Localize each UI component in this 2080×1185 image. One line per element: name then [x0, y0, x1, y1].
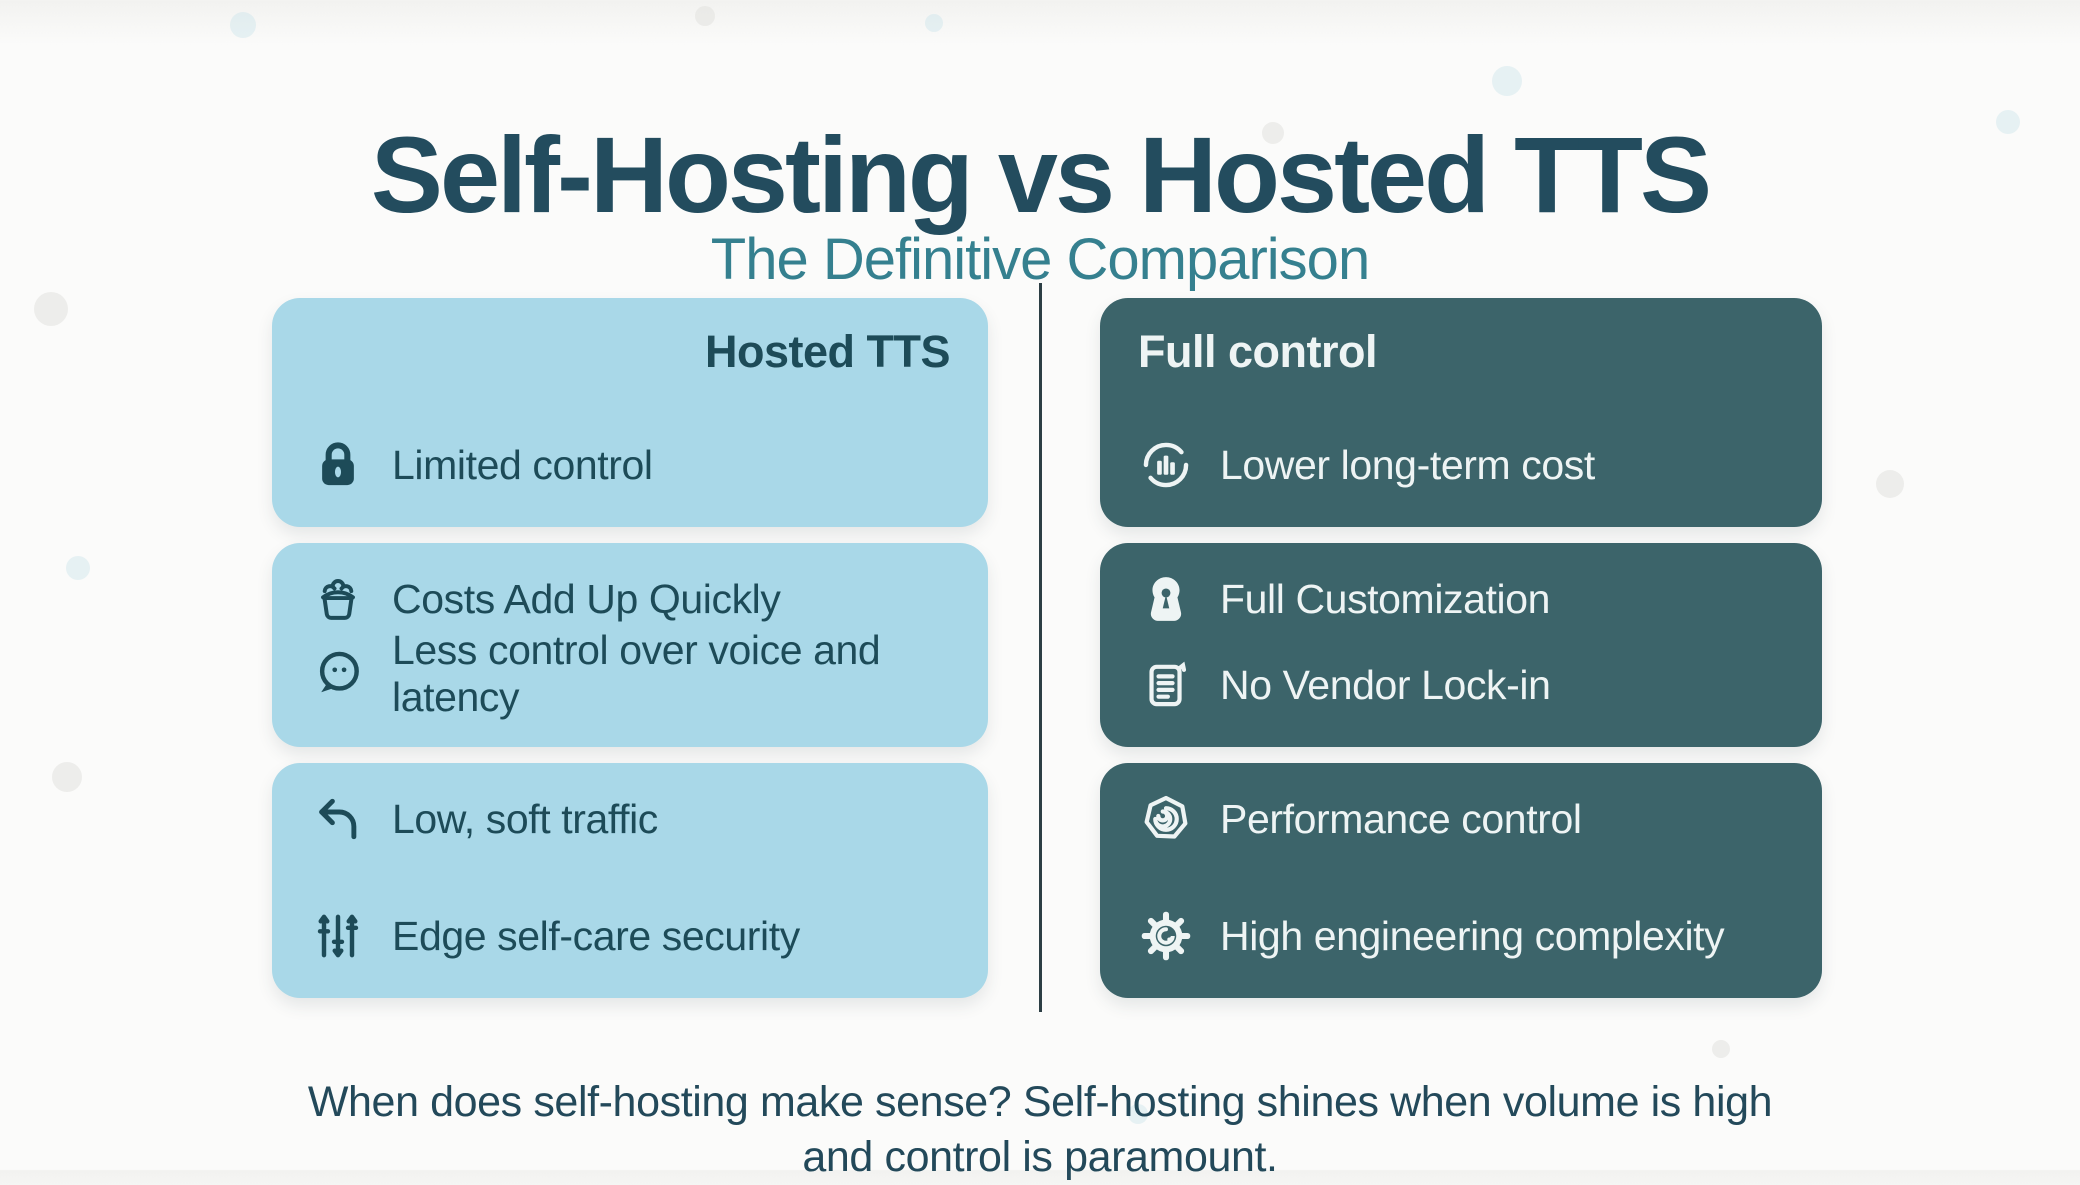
chart-cycle-icon	[1138, 437, 1194, 493]
background-dot	[1128, 1104, 1148, 1124]
item-label: No Vendor Lock-in	[1220, 661, 1551, 708]
item-label: High engineering complexity	[1220, 912, 1725, 959]
page-subtitle: The Definitive Comparison	[710, 227, 1370, 293]
list-item: Performance control	[1138, 791, 1784, 847]
card-control-custom: Full Customization No Vendor Lock-in	[1100, 543, 1822, 747]
footer-text: When does self-hosting make sense? Self-…	[307, 1078, 1773, 1182]
list-item: High engineering complexity	[1138, 908, 1784, 964]
item-label: Less control over voice and latency	[392, 627, 881, 720]
list-item: Edge self-care security	[310, 908, 950, 964]
speech-bubble-icon	[310, 646, 366, 702]
list-item: Costs Add Up Quickly	[310, 571, 950, 627]
card-hosted-overview: Hosted TTS Limited control	[272, 298, 988, 527]
item-label: Costs Add Up Quickly	[392, 575, 781, 622]
card-control-overview: Full control Lower long-term cost	[1100, 298, 1822, 527]
list-item: Full Customization	[1138, 571, 1784, 627]
hosted-tts-header: Hosted TTS	[704, 326, 951, 377]
card-hosted-traffic: Low, soft traffic Edge self-care securit…	[272, 763, 988, 998]
background-dot	[1492, 66, 1522, 96]
list-item: Limited control	[310, 437, 950, 493]
bend-arrow-icon	[310, 791, 366, 847]
item-label: Lower long-term cost	[1220, 441, 1595, 488]
background-dot	[695, 6, 715, 26]
full-control-column: Full control Lower long-term cost Full C…	[1100, 298, 1822, 998]
hosted-tts-column: Hosted TTS Limited control Costs Add Up …	[272, 298, 988, 998]
item-label: Full Customization	[1220, 575, 1551, 622]
page-title: Self-Hosting vs Hosted TTS	[370, 114, 1712, 236]
item-label: Edge self-care security	[392, 912, 800, 959]
spiral-seal-icon	[1138, 791, 1194, 847]
lock-icon	[310, 437, 366, 493]
list-item: Less control over voice and latency	[310, 627, 950, 721]
sliders-icon	[310, 908, 366, 964]
comparison-board: Hosted TTS Limited control Costs Add Up …	[0, 283, 2080, 1023]
list-item: Low, soft traffic	[310, 791, 950, 847]
card-hosted-costs: Costs Add Up Quickly Less control over v…	[272, 543, 988, 747]
item-label: Limited control	[392, 441, 653, 488]
background-dot	[1876, 470, 1904, 498]
column-divider	[1039, 283, 1042, 1012]
keyhole-badge-icon	[1138, 571, 1194, 627]
background-dot	[1262, 122, 1284, 144]
list-item: Lower long-term cost	[1138, 437, 1784, 493]
coins-basket-icon	[310, 571, 366, 627]
footer-note: When does self-hosting make sense? Self-…	[0, 1075, 2080, 1185]
full-control-header: Full control	[1138, 326, 1377, 377]
contract-icon	[1138, 657, 1194, 713]
background-dot	[925, 14, 943, 32]
list-item: No Vendor Lock-in	[1138, 657, 1784, 713]
background-dot	[1712, 1040, 1730, 1058]
card-control-performance: Performance control High engineering com…	[1100, 763, 1822, 998]
item-label: Performance control	[1220, 795, 1582, 842]
background-dot	[230, 12, 256, 38]
gear-icon	[1138, 908, 1194, 964]
background-dot	[52, 762, 82, 792]
background-dot	[66, 556, 90, 580]
background-dot	[1996, 110, 2020, 134]
background-dot	[34, 292, 68, 326]
item-label: Low, soft traffic	[392, 795, 658, 842]
